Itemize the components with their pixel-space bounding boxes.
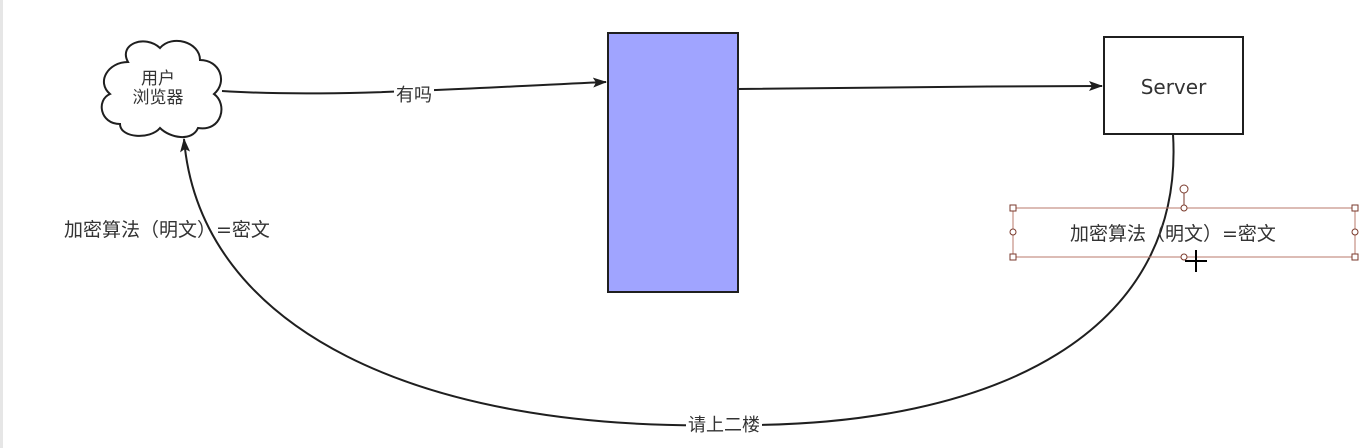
canvas-left-border bbox=[0, 0, 3, 448]
server-box[interactable] bbox=[1103, 36, 1244, 135]
cloud-label-line2: 浏览器 bbox=[132, 88, 184, 108]
server-label: Server bbox=[1140, 75, 1207, 99]
proxy-box[interactable] bbox=[607, 32, 739, 293]
edge-proxy-to-server[interactable] bbox=[737, 81, 1103, 92]
cloud-label: 用户 浏览器 bbox=[108, 70, 208, 108]
edge-label-top[interactable]: 有吗 bbox=[394, 85, 434, 107]
cloud-label-line1: 用户 bbox=[141, 69, 175, 89]
annotation-selected-text[interactable]: 加密算法（明文）=密文 bbox=[1070, 223, 1276, 245]
annotation-left-text[interactable]: 加密算法（明文）=密文 bbox=[64, 219, 270, 241]
cloud-shape[interactable] bbox=[100, 39, 223, 138]
selection-handles[interactable] bbox=[1009, 184, 1359, 261]
edge-label-bottom[interactable]: 请上二楼 bbox=[686, 415, 762, 437]
crosshair-cursor-icon bbox=[1185, 250, 1207, 272]
